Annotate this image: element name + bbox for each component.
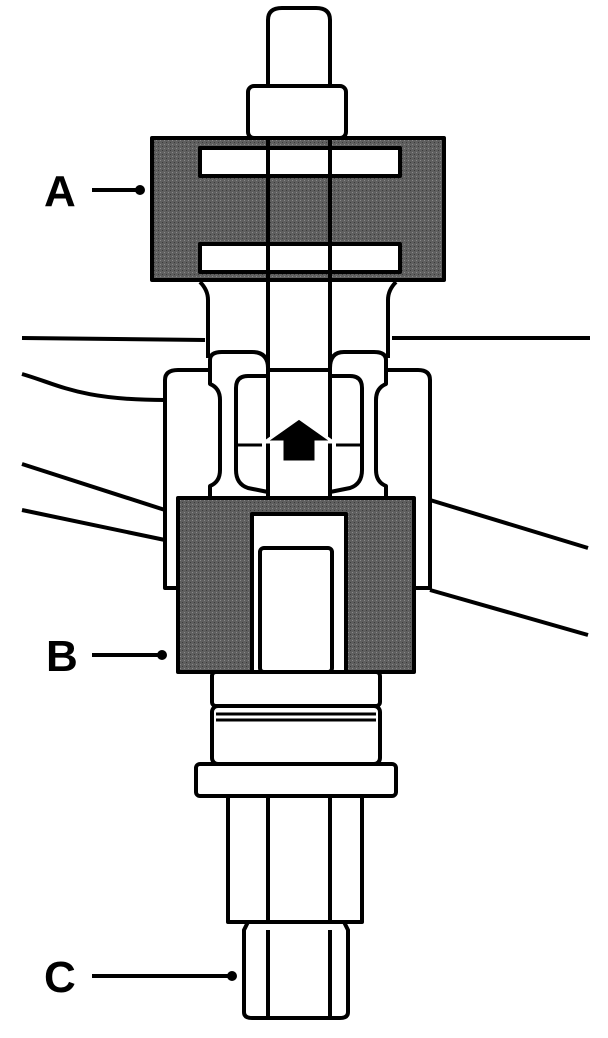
spindle: [266, 138, 332, 516]
part-a-cup: [150, 136, 446, 282]
outer-sleeve: [163, 368, 432, 590]
right-background-lines: [392, 336, 590, 637]
up-arrow-icon: [260, 416, 338, 464]
top-nut: [246, 84, 348, 140]
leader-dot-a: [135, 185, 145, 195]
hex-body: [226, 794, 364, 924]
flange-washer: [194, 762, 398, 798]
leader-dot-b: [157, 650, 167, 660]
bearing-shell-left: [208, 350, 270, 514]
neck-body: [198, 280, 398, 358]
part-c-hex-nut: [242, 920, 350, 1020]
left-background-lines: [21, 336, 206, 542]
part-b-sleeve: [176, 496, 416, 674]
leader-dot-c: [227, 971, 237, 981]
threaded-rod-top: [266, 6, 332, 86]
label-b: B: [46, 632, 78, 681]
bearing-seat: [210, 670, 382, 708]
threaded-collar: [210, 704, 382, 766]
bearing-shell-right: [328, 350, 388, 514]
label-c: C: [44, 953, 76, 1002]
label-a: A: [44, 167, 76, 216]
